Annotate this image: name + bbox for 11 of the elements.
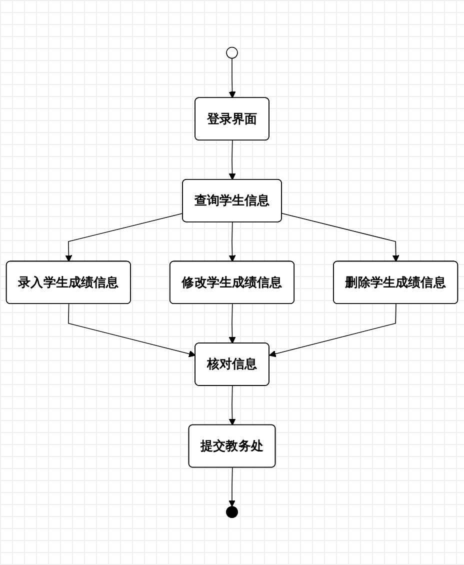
arrow bbox=[282, 213, 400, 262]
node-circle bbox=[226, 46, 238, 59]
arrow bbox=[228, 467, 236, 507]
arrow bbox=[228, 222, 236, 262]
arrow bbox=[228, 58, 236, 98]
arrow bbox=[228, 386, 236, 426]
arrow bbox=[65, 213, 184, 262]
arrow bbox=[228, 304, 236, 344]
arrow bbox=[269, 304, 396, 358]
arrow bbox=[228, 140, 236, 180]
arrow bbox=[68, 304, 196, 358]
